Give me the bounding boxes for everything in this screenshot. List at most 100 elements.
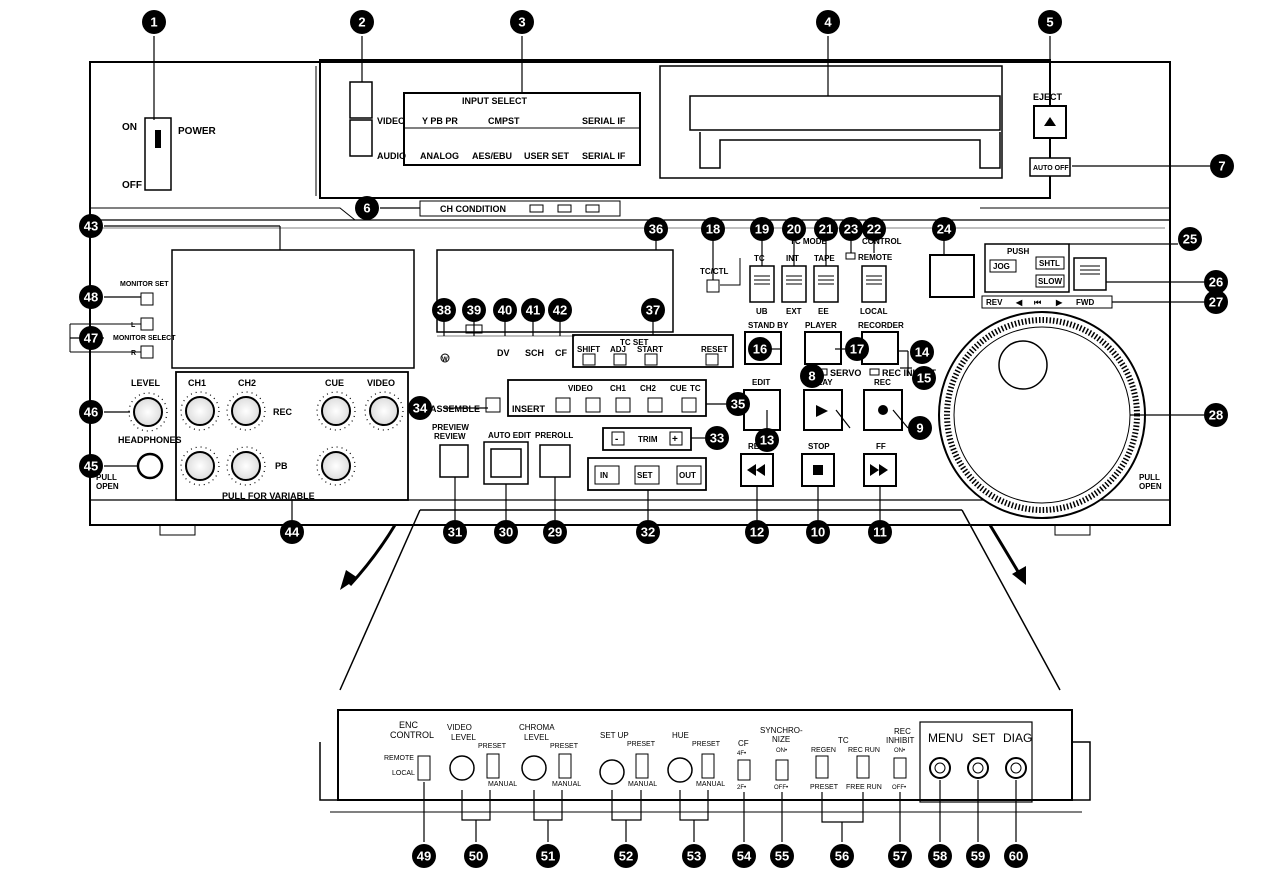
insert-ch2-button[interactable] bbox=[615, 397, 631, 413]
chroma-level-label-2: LEVEL bbox=[524, 733, 549, 742]
jog-button[interactable] bbox=[989, 259, 1017, 273]
rewind-icon bbox=[747, 464, 765, 476]
tc-ctl-button[interactable] bbox=[706, 279, 720, 293]
diag-button[interactable] bbox=[1005, 757, 1027, 779]
video-preset-switch[interactable] bbox=[486, 753, 500, 779]
ch-condition-label: CH CONDITION bbox=[440, 204, 506, 214]
control-title: CONTROL bbox=[862, 237, 902, 246]
level-knob[interactable] bbox=[133, 397, 163, 427]
monitor-r-button[interactable] bbox=[140, 345, 154, 359]
ch1-pb-knob[interactable] bbox=[185, 451, 215, 481]
enc-control-switch[interactable] bbox=[417, 755, 431, 781]
callout-marker bbox=[536, 844, 560, 868]
set-button[interactable] bbox=[634, 465, 660, 485]
auto-off-button[interactable] bbox=[1029, 157, 1071, 177]
power-switch[interactable] bbox=[144, 117, 172, 191]
cf-indicator: CF bbox=[555, 348, 567, 358]
search-button[interactable] bbox=[929, 254, 975, 298]
ch-condition-group: CH CONDITION bbox=[419, 200, 621, 217]
tc-label: TC bbox=[754, 254, 765, 263]
jog-dial[interactable] bbox=[938, 311, 1146, 519]
setup-control[interactable] bbox=[599, 759, 625, 785]
slow-button[interactable] bbox=[1035, 274, 1065, 288]
ch2-rec-knob[interactable] bbox=[231, 396, 261, 426]
preroll-button[interactable] bbox=[539, 444, 571, 478]
sync-on-label: ON• bbox=[776, 748, 787, 754]
callout-number: 8 bbox=[808, 369, 815, 384]
headphones-jack[interactable] bbox=[136, 452, 164, 480]
player-button[interactable] bbox=[804, 331, 842, 365]
set-sub-label: SET bbox=[972, 731, 996, 745]
chroma-preset-switch[interactable] bbox=[558, 753, 572, 779]
auto-edit-button[interactable] bbox=[490, 448, 522, 478]
menu-button[interactable] bbox=[929, 757, 951, 779]
cf-switch[interactable] bbox=[737, 759, 751, 781]
monitor-set-label: MONITOR SET bbox=[120, 281, 169, 288]
audio-knob-section: LEVEL HEADPHONES PULL OPEN CH1 CH2 CUE V… bbox=[96, 371, 409, 501]
video-input-button[interactable] bbox=[349, 81, 373, 119]
preview-review-button[interactable] bbox=[439, 444, 469, 478]
trim-minus-button[interactable] bbox=[611, 431, 625, 446]
callout-number: 52 bbox=[619, 849, 633, 864]
regen-preset-switch[interactable] bbox=[815, 755, 829, 779]
tc-set-group: TC SET SHIFT ADJ START RESET bbox=[572, 334, 734, 368]
callout-marker bbox=[355, 196, 379, 220]
set-sub-button[interactable] bbox=[967, 757, 989, 779]
callout-marker bbox=[462, 298, 486, 322]
tc-set-title: TC SET bbox=[620, 338, 649, 347]
video-level-knob[interactable] bbox=[369, 396, 399, 426]
video-level-control[interactable] bbox=[449, 755, 475, 781]
insert-tc-button[interactable] bbox=[681, 397, 697, 413]
cf-4f-label: 4F• bbox=[737, 751, 746, 757]
callout-marker bbox=[868, 520, 892, 544]
monitor-set-button[interactable] bbox=[140, 292, 154, 306]
hue-control[interactable] bbox=[667, 757, 693, 783]
callout-marker bbox=[79, 400, 103, 424]
out-button[interactable] bbox=[676, 465, 702, 485]
trim-plus-button[interactable] bbox=[669, 431, 683, 446]
cue-rec-knob[interactable] bbox=[321, 396, 351, 426]
shtl-button[interactable] bbox=[1035, 256, 1065, 270]
synchronize-switch[interactable] bbox=[775, 759, 789, 781]
video-opt-2: CMPST bbox=[488, 116, 520, 126]
ch1-rec-knob[interactable] bbox=[185, 396, 215, 426]
rew-button[interactable] bbox=[740, 453, 774, 487]
callout-number: 14 bbox=[915, 345, 930, 360]
start-button[interactable] bbox=[644, 353, 658, 366]
video-knob-label: VIDEO bbox=[367, 378, 395, 388]
callout-marker bbox=[814, 217, 838, 241]
audio-opt-3: USER SET bbox=[524, 151, 570, 161]
hue-preset-switch[interactable] bbox=[701, 753, 715, 779]
reset-button[interactable] bbox=[705, 353, 719, 366]
rec-free-run-switch[interactable] bbox=[856, 755, 870, 779]
insert-cue-button[interactable] bbox=[647, 397, 663, 413]
video-manual-label: MANUAL bbox=[488, 781, 517, 788]
shift-button[interactable] bbox=[582, 353, 596, 366]
ch2-pb-knob[interactable] bbox=[231, 451, 261, 481]
edit-button[interactable] bbox=[743, 389, 781, 431]
meter-display bbox=[171, 249, 415, 369]
setup-preset-switch[interactable] bbox=[635, 753, 649, 779]
callout-marker bbox=[966, 844, 990, 868]
insert-video-button[interactable] bbox=[555, 397, 571, 413]
cue-pb-knob[interactable] bbox=[321, 451, 351, 481]
insert-ch1-button[interactable] bbox=[585, 397, 601, 413]
callout-number: 37 bbox=[646, 303, 660, 318]
chroma-level-control[interactable] bbox=[521, 755, 547, 781]
callout-marker bbox=[1004, 844, 1028, 868]
rec-inhibit-switch[interactable] bbox=[893, 757, 907, 779]
input-select-title: INPUT SELECT bbox=[462, 96, 528, 106]
audio-input-button[interactable] bbox=[349, 119, 373, 157]
rev-label: REV bbox=[986, 298, 1003, 307]
callout-number: 5 bbox=[1046, 15, 1053, 30]
in-button[interactable] bbox=[594, 465, 620, 485]
assemble-button[interactable] bbox=[485, 397, 501, 413]
tc-ctl-label: TC/CTL bbox=[700, 267, 729, 276]
eject-button[interactable] bbox=[1033, 105, 1067, 139]
monitor-l-button[interactable] bbox=[140, 317, 154, 331]
video-opt-3: SERIAL IF bbox=[582, 116, 626, 126]
callout-marker bbox=[644, 217, 668, 241]
play-label: PLAY bbox=[812, 378, 833, 387]
adj-button[interactable] bbox=[613, 353, 627, 366]
